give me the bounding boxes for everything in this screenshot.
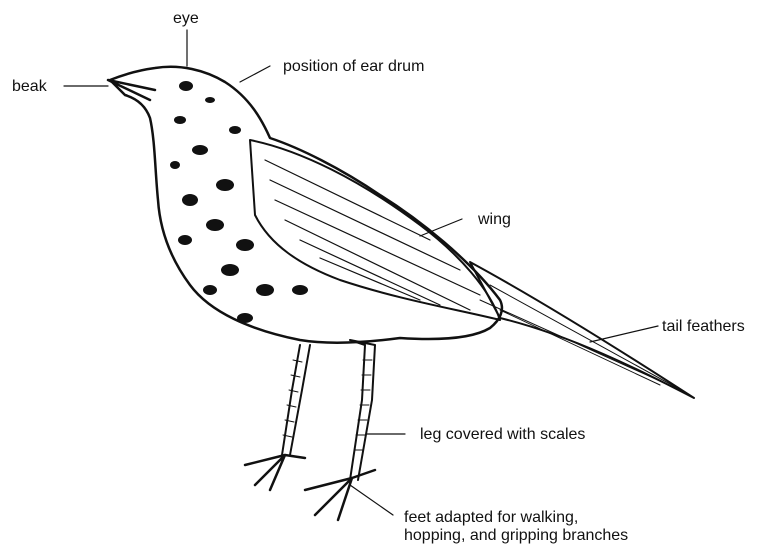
label-leg: leg covered with scales: [420, 426, 585, 443]
label-ear-drum: position of ear drum: [283, 58, 424, 75]
bird-eye: [179, 81, 193, 91]
bird-tail: [470, 262, 694, 398]
label-beak: beak: [12, 78, 47, 95]
breast-spots: [170, 97, 308, 323]
bird-body: [110, 67, 502, 343]
label-feet-line2: hopping, and gripping branches: [404, 527, 628, 544]
bird-foot-left: [245, 455, 305, 490]
bird-leg-left: [282, 345, 310, 455]
bird-leg-right: [350, 340, 375, 480]
leader-tail: [590, 326, 658, 342]
label-wing: wing: [478, 211, 511, 228]
label-feet-line1: feet adapted for walking,: [404, 509, 578, 526]
label-eye: eye: [173, 10, 199, 27]
leader-feet: [350, 485, 393, 515]
label-tail: tail feathers: [662, 318, 745, 335]
leader-ear-drum: [240, 66, 270, 82]
